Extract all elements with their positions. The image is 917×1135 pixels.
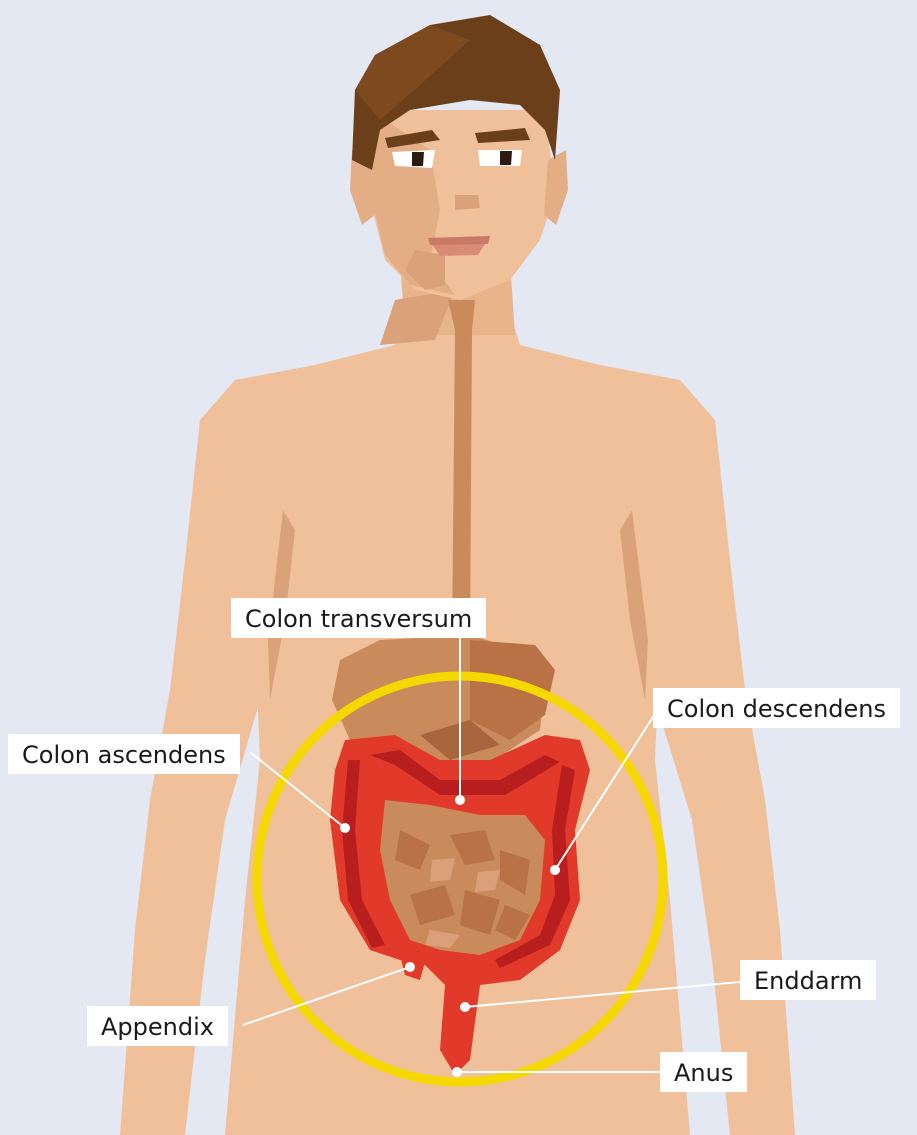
- dot-colon-descendens: [550, 865, 560, 875]
- label-colon-ascendens: Colon ascendens: [8, 734, 240, 774]
- dot-enddarm: [460, 1002, 470, 1012]
- label-colon-transversum: Colon transversum: [231, 598, 486, 638]
- dot-colon-transversum: [455, 795, 465, 805]
- label-colon-descendens: Colon descendens: [653, 688, 900, 728]
- label-enddarm: Enddarm: [740, 960, 876, 1000]
- left-eye: [392, 150, 435, 168]
- label-appendix: Appendix: [87, 1006, 228, 1046]
- dot-appendix: [405, 962, 415, 972]
- dot-anus: [452, 1067, 462, 1077]
- label-anus: Anus: [660, 1052, 747, 1092]
- nose: [455, 195, 480, 210]
- right-eye: [478, 150, 522, 166]
- dot-colon-ascendens: [340, 823, 350, 833]
